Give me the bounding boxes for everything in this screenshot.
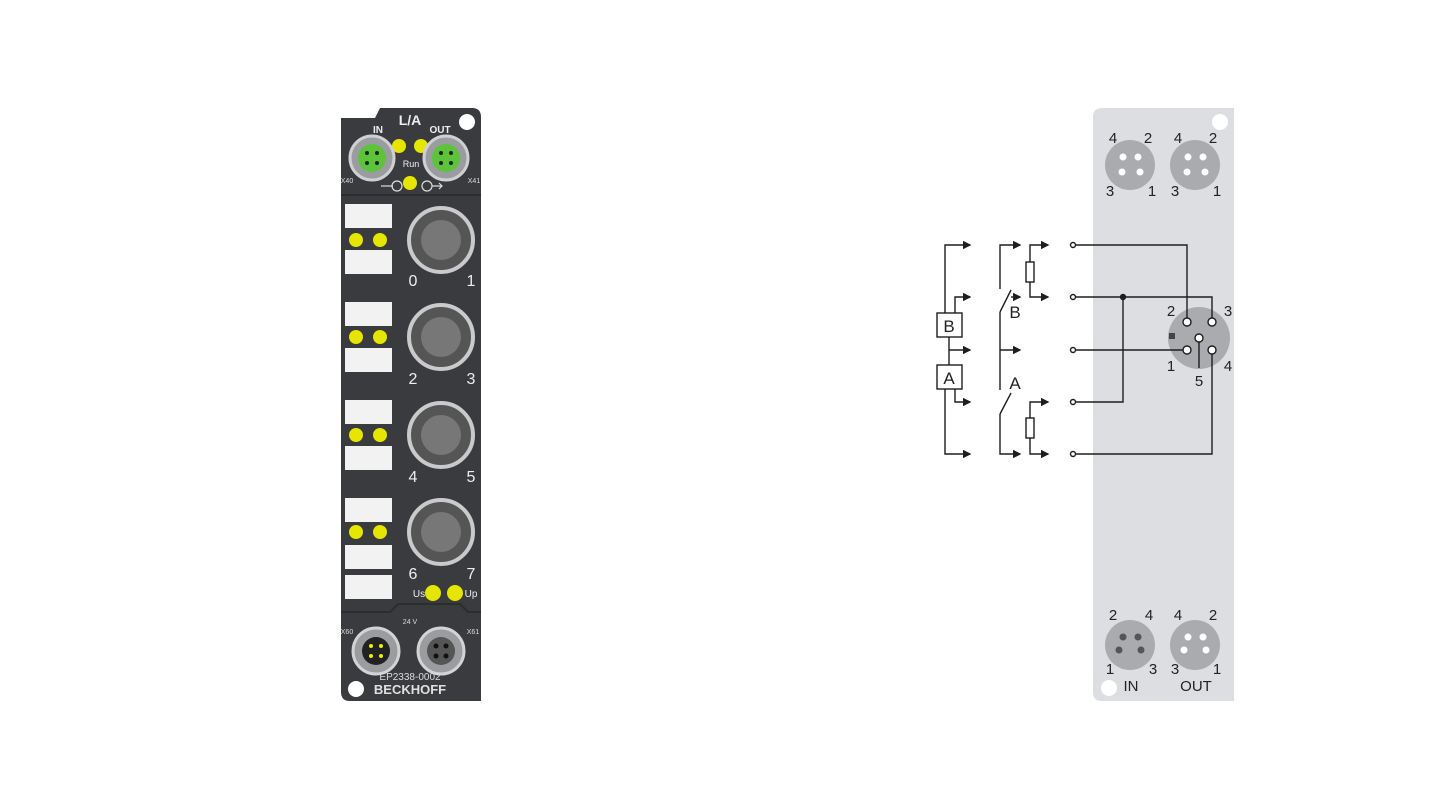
svg-text:3: 3: [1171, 183, 1179, 200]
relay-b-label: B: [943, 317, 954, 336]
brand-logo: BECKHOFF: [374, 682, 446, 697]
channel-6-7: 6 7: [345, 498, 476, 599]
pin-5-label: 5: [1195, 373, 1203, 390]
channel-left-number: 0: [409, 273, 418, 290]
channel-right-number: 1: [467, 273, 476, 290]
channel-2-3: 2 3: [345, 302, 476, 388]
power-in-connector: [351, 626, 401, 676]
pin-3-label: 3: [1224, 303, 1232, 320]
channel-right-number: 7: [467, 566, 476, 583]
ethercat-in-connector: [348, 134, 396, 182]
svg-text:2: 2: [1209, 607, 1217, 624]
out-label: OUT: [429, 125, 450, 136]
channel-0-1: 0 1: [345, 204, 476, 290]
switch-a-label: A: [1009, 374, 1021, 393]
run-led: [403, 176, 417, 190]
ethercat-out-connector: [422, 134, 470, 182]
svg-text:1: 1: [1213, 183, 1221, 200]
voltage-label: 24 V: [403, 619, 418, 626]
power-out-connector: [416, 626, 466, 676]
channel-left-number: 2: [409, 371, 418, 388]
svg-text:1: 1: [1148, 183, 1156, 200]
svg-text:4: 4: [1145, 607, 1153, 624]
bottom-connector-out: 4 2 3 1 OUT: [1170, 607, 1221, 695]
svg-text:2: 2: [1209, 130, 1217, 147]
svg-text:4: 4: [1174, 130, 1182, 147]
channel-left-number: 6: [409, 566, 418, 583]
top-connector-left: 4 2 3 1: [1105, 130, 1156, 200]
in-label: IN: [373, 125, 383, 136]
up-led: [447, 585, 463, 601]
arrow-in-icon: [381, 180, 403, 192]
model-label: EP2338-0002: [379, 672, 441, 683]
x40-label: X40: [341, 178, 354, 185]
svg-text:IN: IN: [1124, 678, 1139, 695]
svg-text:2: 2: [1109, 607, 1117, 624]
x61-label: X61: [467, 629, 480, 636]
diagram-panel: [1093, 108, 1234, 701]
x41-label: X41: [468, 178, 481, 185]
bottom-connector-in: 2 4 1 3 IN: [1105, 607, 1157, 695]
switch-b-label: B: [1009, 303, 1020, 322]
svg-text:3: 3: [1106, 183, 1114, 200]
mounting-hole: [348, 681, 364, 697]
up-label: Up: [465, 589, 478, 600]
svg-text:3: 3: [1149, 661, 1157, 678]
la-label: L/A: [399, 112, 422, 128]
pin-1-label: 1: [1167, 358, 1175, 375]
svg-text:1: 1: [1106, 661, 1114, 678]
relay-a-label: A: [943, 369, 955, 388]
channel-4-5: 4 5: [345, 400, 476, 486]
wiring-diagram: [936, 240, 1230, 459]
la-led-in: [392, 139, 406, 153]
channel-left-number: 4: [409, 469, 418, 486]
top-connector-right: 4 2 3 1: [1170, 130, 1221, 200]
x60-label: X60: [341, 629, 354, 636]
svg-text:4: 4: [1174, 607, 1182, 624]
run-label: Run: [403, 159, 420, 169]
mounting-hole: [459, 114, 475, 130]
us-led: [425, 585, 441, 601]
pin-2-label: 2: [1167, 303, 1175, 320]
channel-right-number: 3: [467, 371, 476, 388]
svg-text:3: 3: [1171, 661, 1179, 678]
pin-4-label: 4: [1224, 358, 1232, 375]
us-label: Us: [413, 589, 425, 600]
arrow-out-icon: [421, 180, 443, 192]
svg-text:OUT: OUT: [1180, 678, 1212, 695]
channel-right-number: 5: [467, 469, 476, 486]
svg-text:1: 1: [1213, 661, 1221, 678]
svg-text:4: 4: [1109, 130, 1117, 147]
svg-text:2: 2: [1144, 130, 1152, 147]
